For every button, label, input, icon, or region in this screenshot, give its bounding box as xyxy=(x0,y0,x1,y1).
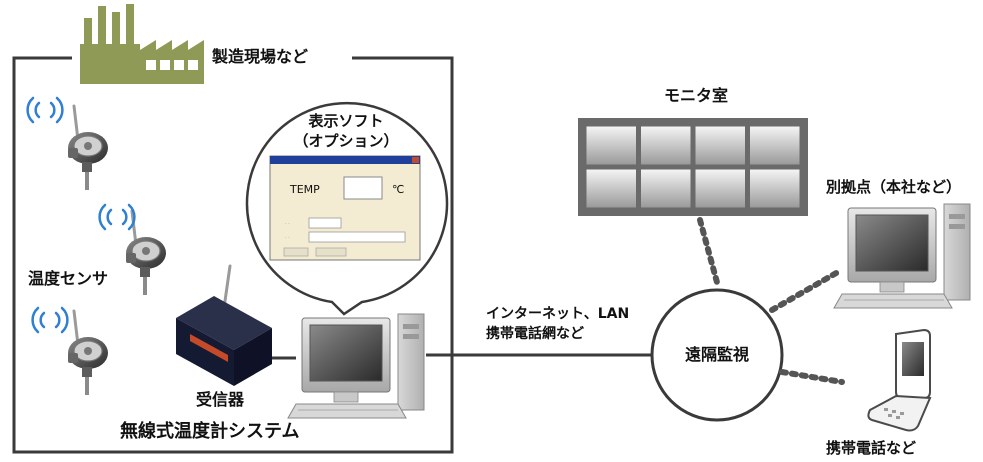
receiver-device-icon xyxy=(176,264,272,386)
software-temp-unit: ℃ xyxy=(392,183,404,196)
remote-monitoring-circle xyxy=(650,288,784,422)
radio-waves-icon xyxy=(26,96,64,124)
monitor-screen xyxy=(586,169,636,208)
monitor-screen xyxy=(695,126,745,165)
mobile-phone-icon xyxy=(867,328,932,432)
network-label-line2: 携帯電話網など xyxy=(486,325,584,342)
temperature-sensor-3 xyxy=(31,306,110,397)
svg-text:· ·: · · xyxy=(285,235,290,241)
system-label: 無線式温度計システム xyxy=(120,420,299,442)
software-temp-label: TEMP xyxy=(289,183,320,196)
monitor-wall-icon xyxy=(578,118,808,216)
remote-monitoring-label: 遠隔監視 xyxy=(685,345,749,364)
monitor-screen xyxy=(695,169,745,208)
svg-text:· ·: · · xyxy=(285,221,290,227)
software-title-line1: 表示ソフト xyxy=(308,112,383,130)
mobile-phone-label: 携帯電話など xyxy=(826,439,916,457)
monitor-screen xyxy=(750,169,800,208)
temperature-sensor-1 xyxy=(26,96,110,192)
monitor-screen xyxy=(586,126,636,165)
monitoring-pc-icon xyxy=(287,313,425,419)
network-label-line1: インターネット、LAN xyxy=(486,306,629,322)
factory-icon xyxy=(80,4,204,84)
temperature-sensor-2 xyxy=(98,203,168,297)
radio-waves-icon xyxy=(31,306,69,334)
factory-area-frame xyxy=(12,56,454,454)
monitor-screen xyxy=(641,169,691,208)
monitor-screen xyxy=(750,126,800,165)
software-window: · · · · xyxy=(269,155,421,261)
monitor-room-label: モニタ室 xyxy=(664,86,728,105)
sensor-label: 温度センサ xyxy=(27,269,108,288)
factory-label: 製造現場など xyxy=(211,47,308,66)
branch-office-pc-icon xyxy=(833,203,971,309)
branch-office-label: 別拠点（本社など） xyxy=(825,178,961,196)
monitor-screen xyxy=(641,126,691,165)
software-title-line2: （オプション） xyxy=(293,132,398,150)
dotted-links xyxy=(697,217,845,385)
radio-waves-icon xyxy=(98,203,136,231)
receiver-label: 受信器 xyxy=(196,390,245,409)
sensor-group xyxy=(26,96,168,397)
